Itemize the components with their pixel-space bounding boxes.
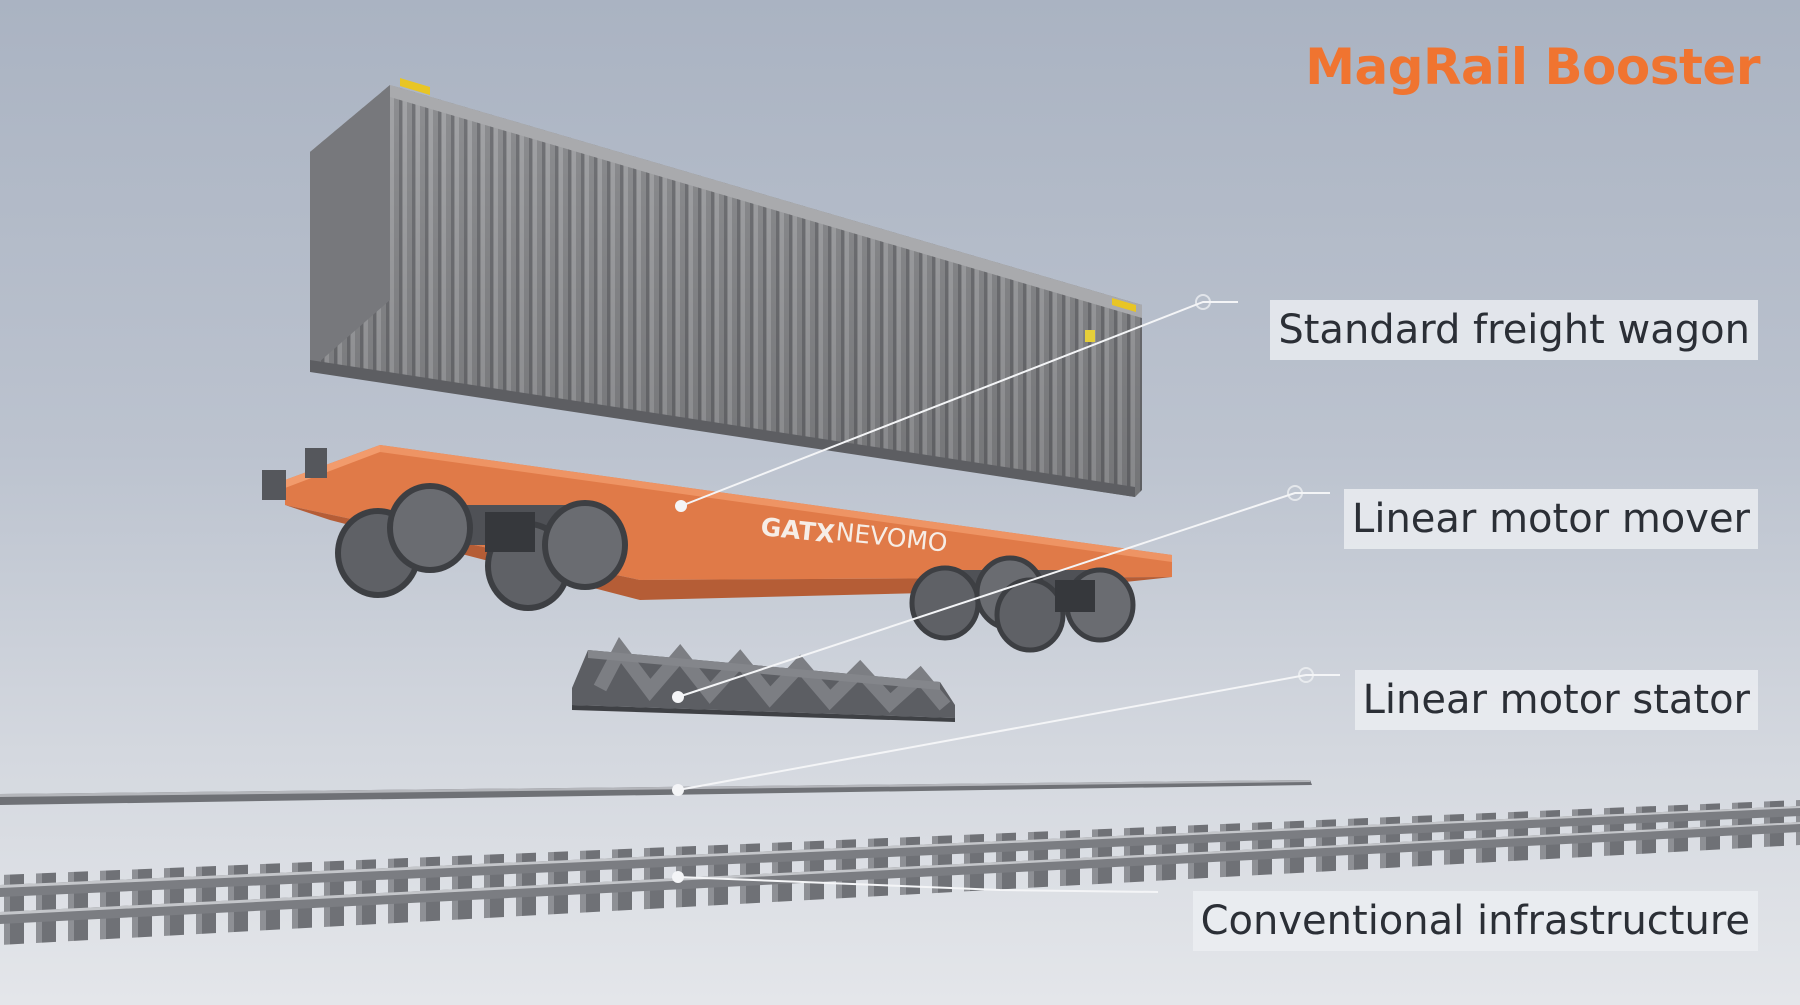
wheel bbox=[387, 483, 473, 573]
leader-line-wagon bbox=[680, 301, 1238, 507]
warning-marking bbox=[1112, 298, 1136, 312]
conventional-track bbox=[0, 800, 1800, 945]
linear-motor-stator bbox=[0, 780, 1312, 805]
anchor-dot-mover bbox=[672, 691, 684, 703]
wheel bbox=[994, 577, 1066, 653]
label-standard-freight-wagon: Standard freight wagon bbox=[1270, 300, 1758, 360]
buffer bbox=[305, 448, 327, 478]
container-bottom-rail bbox=[310, 360, 1135, 497]
bogie-front bbox=[335, 483, 628, 611]
buffer bbox=[262, 470, 286, 500]
container-top-rail bbox=[390, 85, 1142, 318]
label-conventional-infrastructure: Conventional infrastructure bbox=[1192, 891, 1758, 951]
warning-marking bbox=[400, 78, 430, 95]
rail-left bbox=[0, 806, 1800, 897]
anchor-dot-stator bbox=[672, 784, 684, 796]
container-placard bbox=[1085, 330, 1095, 342]
container-end bbox=[310, 85, 390, 370]
diagram-title: MagRail Booster bbox=[1305, 38, 1760, 96]
leader-dots bbox=[672, 500, 687, 883]
suspension-spring bbox=[1055, 580, 1095, 612]
anchor-dot-wagon bbox=[675, 500, 687, 512]
label-linear-motor-stator: Linear motor stator bbox=[1354, 670, 1758, 730]
leader-lines bbox=[677, 301, 1340, 893]
truss-web bbox=[593, 636, 951, 713]
leader-line-stator bbox=[677, 674, 1340, 791]
leader-rings bbox=[1195, 294, 1314, 683]
rail-right bbox=[0, 822, 1800, 924]
wheel bbox=[542, 500, 628, 590]
label-linear-motor-mover: Linear motor mover bbox=[1344, 489, 1758, 549]
leader-line-infrastructure bbox=[677, 876, 1159, 893]
wheel bbox=[909, 565, 981, 641]
linear-motor-mover bbox=[572, 636, 955, 722]
anchor-dot-infrastructure bbox=[672, 871, 684, 883]
leader-line-mover bbox=[677, 492, 1330, 698]
bogie-rear bbox=[909, 555, 1136, 653]
freight-container bbox=[310, 78, 1142, 497]
suspension-spring bbox=[485, 512, 535, 552]
